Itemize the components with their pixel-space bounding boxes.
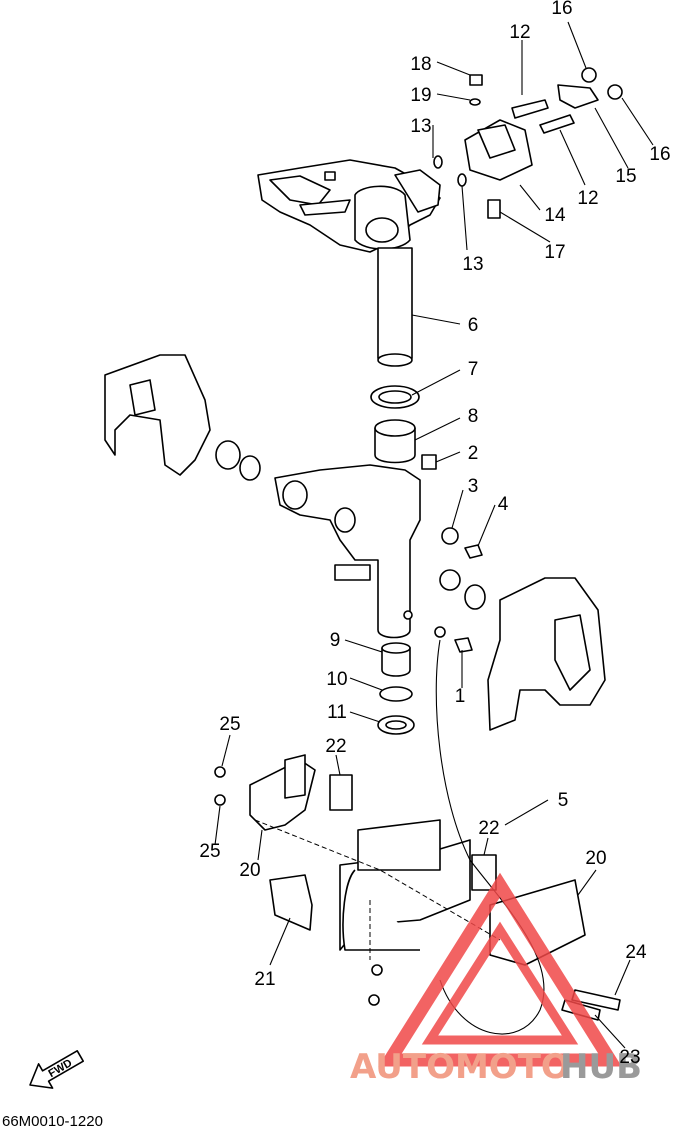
callout-21: 21 [254,969,275,990]
callout-13-lower: 13 [462,254,483,275]
callout-1: 1 [455,686,466,707]
callout-15: 15 [615,166,636,187]
callout-8: 8 [468,406,479,427]
callout-20-right: 20 [585,848,606,869]
watermark-text-2: HUB [560,1047,642,1087]
callout-7: 7 [468,359,479,380]
callout-leaders [214,21,654,1049]
callout-24: 24 [625,942,647,963]
steering-bracket-arm [257,159,441,253]
diagram-code: 66M0010-1220 [2,1113,103,1129]
callout-19: 19 [410,85,431,106]
swivel-bracket [274,464,421,639]
small-hardware [434,527,486,653]
watermark-text-1: AUTOMOTO [350,1047,570,1087]
callout-10: 10 [326,669,347,690]
clamp-bracket-left [104,354,261,481]
steering-shaft [377,247,413,367]
watermark-logo: AUTOMOTO HUB [350,872,642,1087]
callout-20-left: 20 [239,860,260,881]
callout-22-right: 22 [478,818,499,839]
callout-13-upper: 13 [410,116,431,137]
callout-18: 18 [410,54,431,75]
callout-2: 2 [468,443,479,464]
callout-3: 3 [468,476,479,497]
thrust-washer [370,385,420,409]
callout-14: 14 [544,205,566,226]
callout-9: 9 [330,630,341,651]
callout-25-top: 25 [219,714,240,735]
callout-16-top: 16 [551,0,572,19]
callout-12-lower: 12 [577,188,598,209]
callout-25-bottom: 25 [199,841,220,862]
callout-11: 11 [327,702,347,723]
callout-6: 6 [468,315,479,336]
callout-labels: 16 12 18 19 13 16 15 12 14 17 13 6 7 8 2… [199,0,670,1068]
fwd-arrow: FWD [29,1050,85,1089]
top-mount-parts [433,67,623,219]
bushing [374,419,437,470]
dashed-lines [254,819,501,960]
lower-mount-area [214,754,621,1021]
fwd-label: FWD [47,1057,75,1080]
callout-5: 5 [558,790,569,811]
callout-23: 23 [619,1047,640,1068]
callout-16-right: 16 [649,144,670,165]
callout-22-left: 22 [325,736,346,757]
callout-12-top: 12 [509,22,530,43]
grease-nipple-stack [377,642,415,735]
callout-17: 17 [544,242,565,263]
clamp-bracket-right [487,577,606,731]
callout-4: 4 [498,494,509,515]
